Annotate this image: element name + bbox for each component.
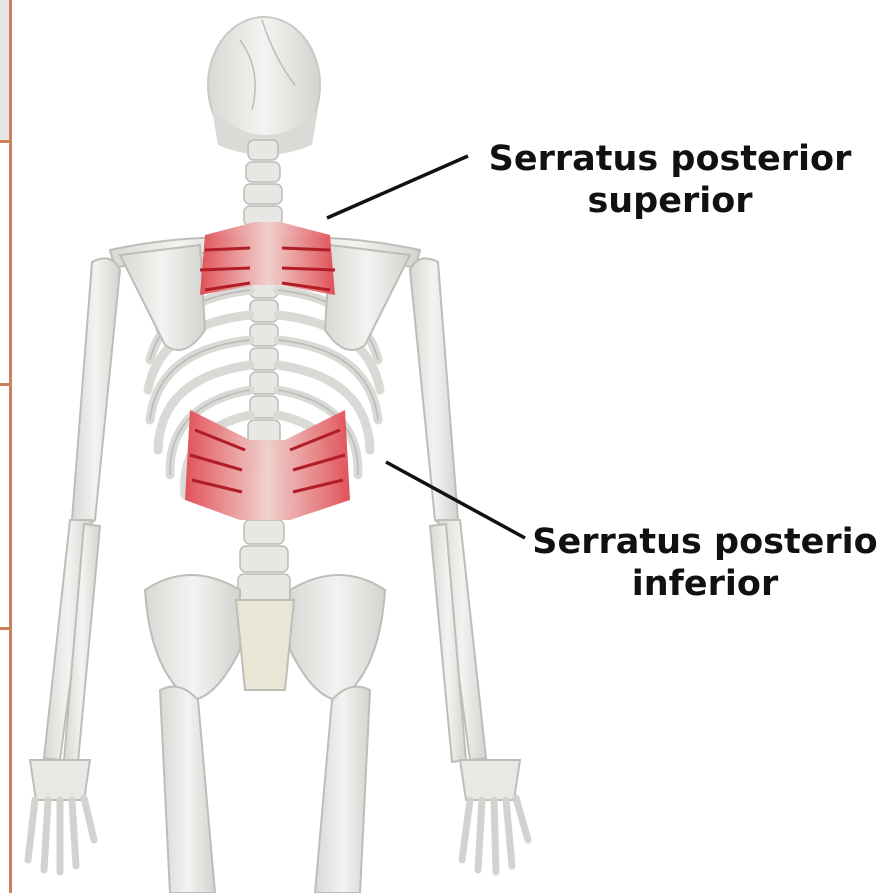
serratus-posterior-superior-muscle: [200, 222, 335, 295]
label-superior-line1: Serratus posterior: [470, 138, 870, 180]
label-inferior-line2: inferior: [520, 563, 890, 605]
skull: [208, 17, 320, 155]
label-serratus-posterior-superior: Serratus posterior superior: [470, 138, 870, 222]
legs: [160, 687, 370, 893]
label-serratus-posterior-inferior: Serratus posterio inferior: [520, 521, 890, 605]
hands: [28, 760, 528, 872]
leader-line-superior: [327, 156, 468, 218]
spine: [238, 140, 290, 602]
label-inferior-line1: Serratus posterio: [520, 521, 890, 563]
label-superior-line2: superior: [470, 180, 870, 222]
